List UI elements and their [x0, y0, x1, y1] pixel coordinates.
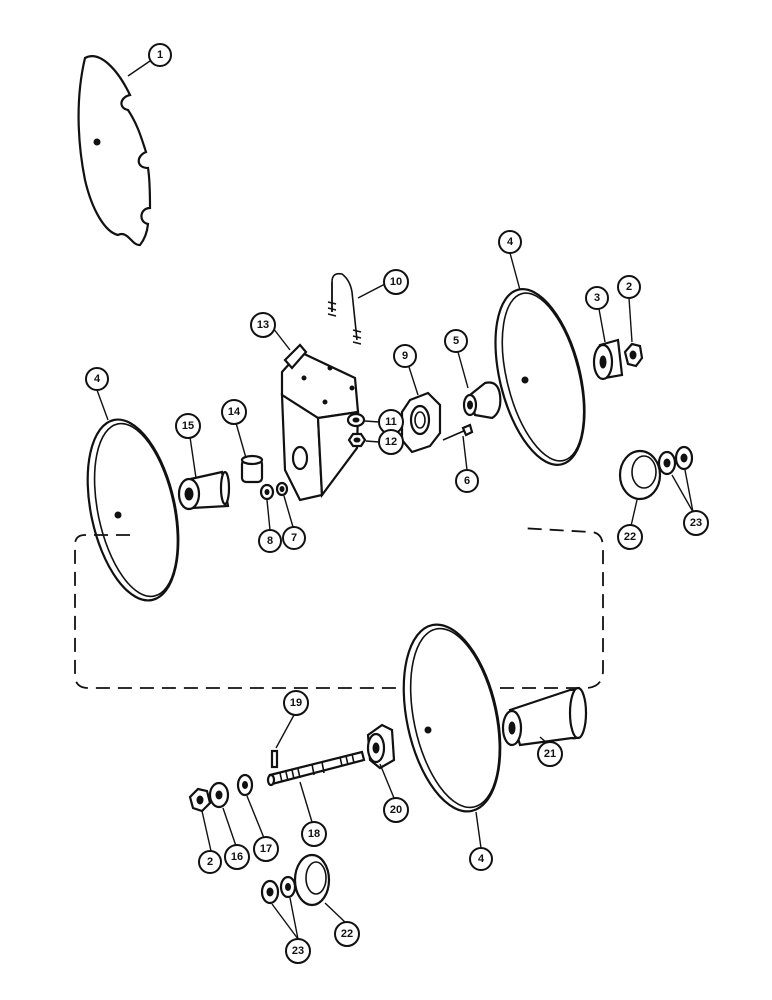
callout-9: 9 — [393, 344, 417, 368]
callout-2-upper: 2 — [617, 275, 641, 299]
svg-text:2: 2 — [207, 856, 213, 868]
threaded-shaft — [266, 750, 366, 787]
svg-text:10: 10 — [390, 276, 402, 288]
svg-text:16: 16 — [231, 851, 243, 863]
disc-left — [86, 418, 180, 602]
dashed-assembly-line — [74, 527, 604, 689]
small-nut-8 — [259, 483, 275, 501]
callout-18: 18 — [301, 821, 327, 847]
svg-text:23: 23 — [690, 517, 702, 529]
bolt — [442, 423, 474, 441]
cap-upper — [618, 449, 662, 501]
svg-text:18: 18 — [308, 828, 320, 840]
callout-10: 10 — [383, 269, 409, 295]
svg-text:5: 5 — [453, 335, 459, 347]
washer-17 — [236, 773, 254, 797]
collar — [366, 723, 396, 770]
bearing-flange — [400, 391, 442, 454]
long-spool — [501, 686, 588, 747]
callout-21: 21 — [537, 741, 563, 767]
svg-text:22: 22 — [341, 928, 353, 940]
u-bolt — [327, 272, 362, 345]
callout-13: 13 — [250, 312, 276, 338]
callout-16: 16 — [224, 844, 250, 870]
svg-text:11: 11 — [385, 416, 397, 428]
svg-text:7: 7 — [291, 532, 297, 544]
callout-17: 17 — [253, 836, 279, 862]
notched-disc — [77, 55, 152, 247]
washers-upper — [657, 445, 694, 476]
callout-2-lower: 2 — [198, 850, 222, 874]
svg-text:19: 19 — [290, 697, 302, 709]
washer-16 — [208, 781, 230, 809]
svg-text:12: 12 — [385, 436, 397, 448]
callout-4-lower: 4 — [469, 847, 493, 871]
disc-lower — [402, 623, 502, 813]
mounting-bracket — [280, 343, 360, 502]
callout-23-lower: 23 — [285, 938, 311, 964]
spacer-spool — [177, 470, 231, 511]
svg-text:22: 22 — [624, 531, 636, 543]
callout-3: 3 — [585, 286, 609, 310]
callout-1: 1 — [148, 43, 172, 67]
svg-text:13: 13 — [257, 319, 269, 331]
callout-15: 15 — [175, 413, 201, 439]
svg-text:4: 4 — [478, 853, 485, 865]
leader-lines — [96, 60, 694, 940]
lock-nut — [346, 412, 366, 428]
svg-text:2: 2 — [626, 281, 632, 293]
svg-text:21: 21 — [544, 748, 556, 760]
callout-7: 7 — [282, 526, 306, 550]
castle-nut-lower — [188, 787, 212, 813]
disc-right-upper — [494, 288, 586, 466]
castle-nut-upper — [623, 342, 644, 368]
callout-19: 19 — [283, 690, 309, 716]
bearing — [592, 338, 624, 381]
callout-8: 8 — [258, 529, 282, 553]
svg-text:23: 23 — [292, 945, 304, 957]
callout-22-lower: 22 — [334, 921, 360, 947]
callout-23-upper: 23 — [683, 510, 709, 536]
bushing — [240, 454, 264, 484]
svg-text:15: 15 — [182, 420, 194, 432]
svg-text:8: 8 — [267, 535, 273, 547]
callout-4-right: 4 — [498, 230, 522, 254]
svg-text:17: 17 — [260, 843, 272, 855]
svg-text:4: 4 — [507, 236, 514, 248]
callout-4-left: 4 — [85, 367, 109, 391]
callout-5: 5 — [444, 329, 468, 353]
callout-14: 14 — [221, 399, 247, 425]
small-washer-7 — [275, 481, 289, 497]
callout-6: 6 — [455, 469, 479, 493]
svg-text:3: 3 — [594, 292, 600, 304]
svg-text:4: 4 — [94, 373, 101, 385]
svg-text:9: 9 — [402, 350, 408, 362]
callout-12: 12 — [378, 429, 404, 455]
hex-nut — [347, 432, 367, 448]
cotter-pin — [270, 749, 279, 769]
washers-lower — [260, 875, 297, 905]
svg-text:6: 6 — [464, 475, 470, 487]
svg-text:1: 1 — [157, 49, 163, 61]
hub — [462, 381, 502, 420]
svg-text:14: 14 — [228, 406, 241, 418]
callout-20: 20 — [383, 797, 409, 823]
callout-22-upper: 22 — [617, 524, 643, 550]
cap-lower — [293, 853, 331, 907]
svg-text:20: 20 — [390, 804, 402, 816]
